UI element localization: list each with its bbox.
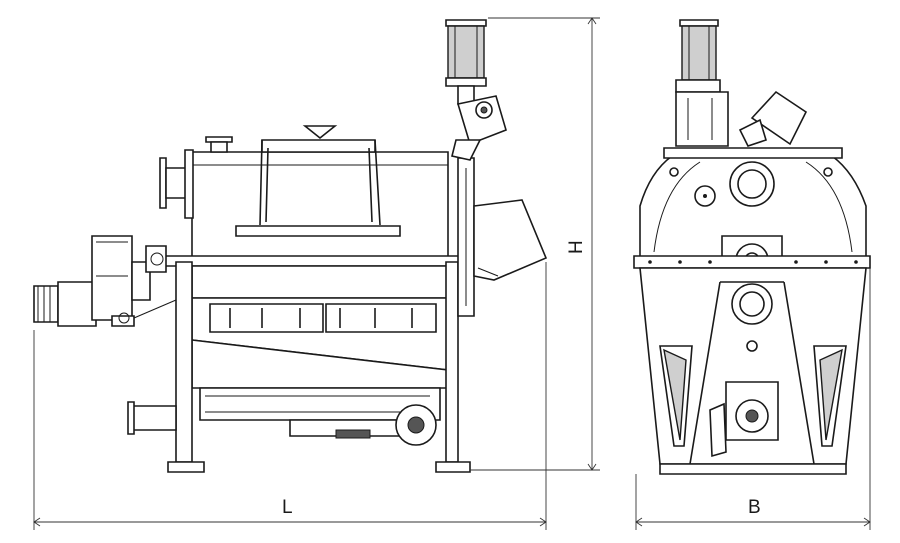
side-view [33, 19, 548, 473]
vertical-actuator [445, 19, 507, 161]
width-label: B [748, 497, 761, 518]
drive-motor [33, 235, 177, 327]
inlet-pipe [159, 149, 194, 219]
dimension-lines [33, 17, 871, 530]
height-label: H [566, 240, 587, 254]
length-label: L [282, 497, 293, 518]
top-hatch [235, 125, 401, 237]
front-view [633, 19, 871, 475]
